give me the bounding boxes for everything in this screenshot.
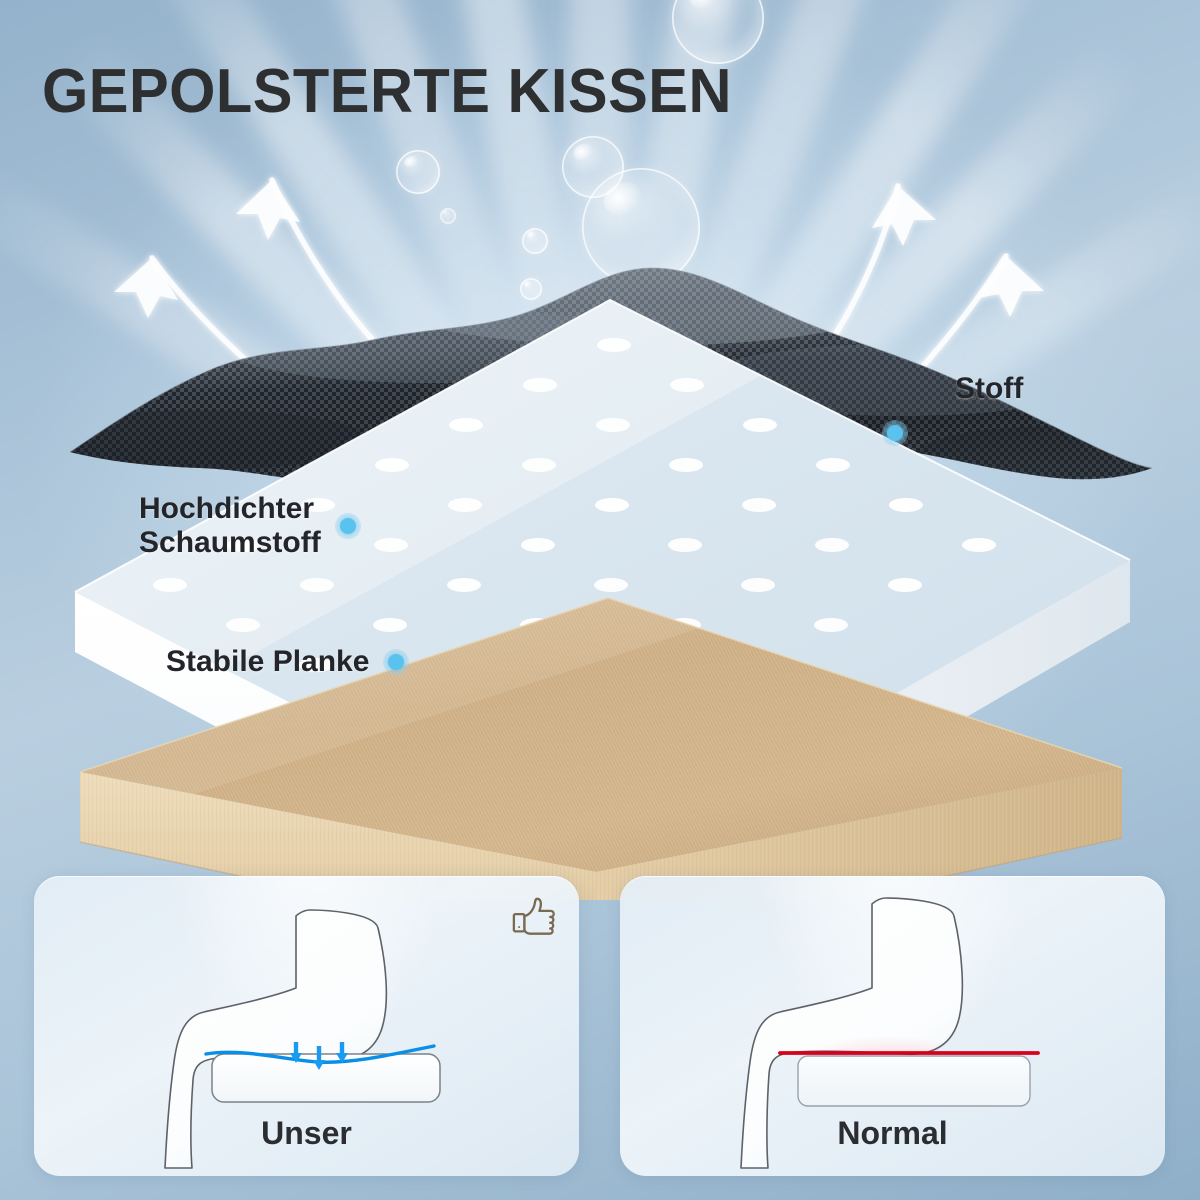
marker-dot-schaumstoff: [334, 512, 361, 539]
marker-dot-planke: [383, 648, 410, 675]
callout-schaumstoff: Hochdichter Schaumstoff: [139, 492, 361, 559]
comparison-card-unser[interactable]: Unser: [34, 876, 579, 1176]
callout-label-planke: Stabile Planke: [166, 645, 370, 678]
page-title: GEPOLSTERTE KISSEN: [42, 57, 732, 126]
callout-planke: Stabile Planke: [166, 645, 410, 679]
thumbs-up-icon: [512, 897, 555, 935]
exploded-layer-stack: [69, 267, 1153, 900]
callout-label-schaumstoff: Hochdichter Schaumstoff: [139, 492, 321, 559]
marker-dot-stoff: [882, 420, 908, 446]
callout-label-stoff: Stoff: [955, 372, 1024, 405]
posture-diagram-good: [164, 909, 441, 1169]
card-label-unser: Unser: [261, 1115, 352, 1151]
card-label-normal: Normal: [837, 1115, 948, 1151]
thumbs-down-icon: [1097, 894, 1143, 940]
pressure-arrows: [290, 1042, 348, 1070]
callout-stoff: Stoff: [955, 372, 1023, 406]
comparison-card-normal[interactable]: Normal: [620, 876, 1165, 1176]
posture-diagram-bad: [740, 897, 1040, 1169]
comparison-section: Unser: [0, 876, 1200, 1200]
board-layer: [79, 597, 1123, 900]
